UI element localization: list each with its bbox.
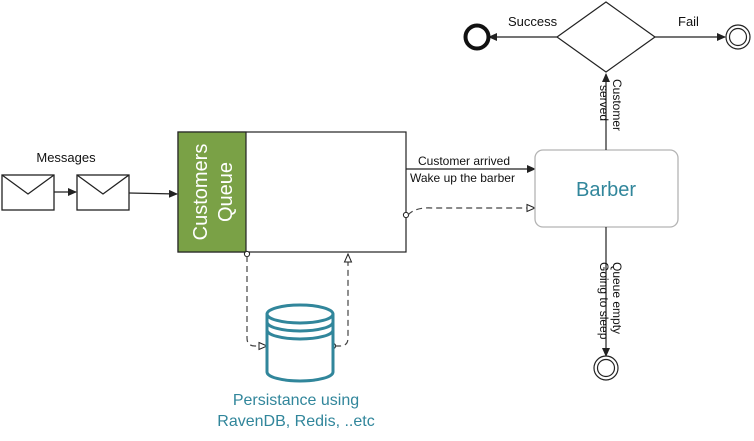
success-label: Success	[508, 14, 558, 29]
fail-label: Fail	[678, 14, 699, 29]
queue-to-persistence-flow	[246, 256, 267, 346]
success-end-event	[463, 23, 491, 51]
message-flow-origin	[402, 211, 410, 219]
customers-queue-label: Queue	[215, 162, 237, 222]
customer-served-label: Customer	[610, 79, 624, 131]
queue-empty-label: Queue empty	[610, 262, 624, 334]
customers-queue-header	[177, 131, 247, 253]
customer-arrived-label: Customer arrived	[418, 154, 510, 168]
sleep-intermediate-event	[593, 355, 619, 381]
customers-queue-label: Customers	[190, 144, 212, 241]
message-flow-origin	[243, 250, 251, 258]
database-icon	[265, 303, 335, 383]
exclusive-gateway	[555, 1, 657, 73]
persistence-label: RavenDB, Redis, ..etc	[217, 413, 374, 430]
wake-up-barber-label: Wake up the barber	[410, 171, 515, 185]
envelope-icon	[76, 174, 130, 211]
envelope-icon	[1, 174, 55, 211]
persistence-label: Persistance using	[233, 392, 359, 409]
queue-to-barber-message-flow	[407, 208, 535, 216]
persistence-to-queue-flow	[335, 254, 348, 347]
going-to-sleep-label: Going to sleep	[597, 262, 611, 340]
message-flow-connector	[128, 189, 178, 198]
customer-served-label: served	[597, 85, 611, 121]
barber-label: Barber	[576, 179, 636, 201]
messages-label: Messages	[36, 150, 96, 165]
fail-end-event	[725, 24, 751, 50]
